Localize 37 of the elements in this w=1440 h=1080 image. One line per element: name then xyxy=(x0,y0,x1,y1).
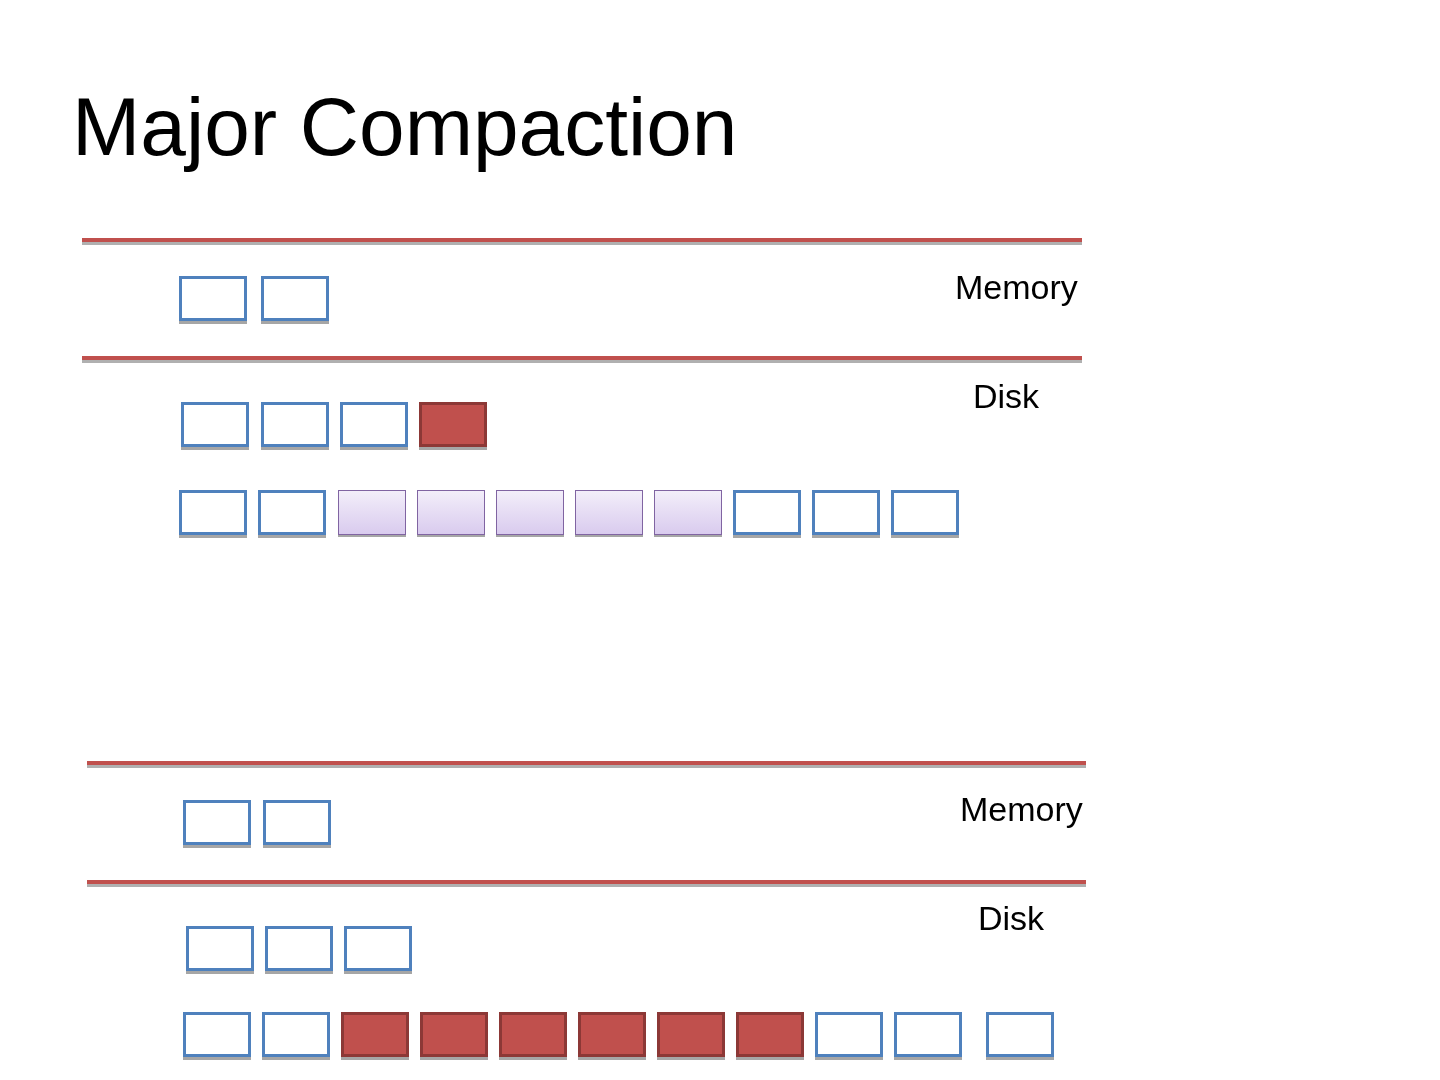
storage-block xyxy=(420,1012,488,1057)
storage-block xyxy=(736,1012,804,1057)
slide-title: Major Compaction xyxy=(72,80,738,174)
storage-block xyxy=(258,490,326,535)
storage-block xyxy=(265,926,333,971)
storage-block xyxy=(417,490,485,535)
storage-block xyxy=(261,276,329,321)
storage-block xyxy=(657,1012,725,1057)
storage-block xyxy=(419,402,487,447)
storage-block xyxy=(341,1012,409,1057)
storage-block xyxy=(179,490,247,535)
storage-block xyxy=(179,276,247,321)
storage-block xyxy=(344,926,412,971)
storage-block xyxy=(578,1012,646,1057)
storage-block xyxy=(815,1012,883,1057)
storage-block xyxy=(338,490,406,535)
storage-block xyxy=(186,926,254,971)
tier-label: Disk xyxy=(978,899,1045,938)
storage-block xyxy=(575,490,643,535)
storage-block xyxy=(183,800,251,845)
storage-block xyxy=(654,490,722,535)
storage-block xyxy=(812,490,880,535)
storage-block xyxy=(261,402,329,447)
storage-block xyxy=(263,800,331,845)
tier-label: Disk xyxy=(973,377,1040,416)
tier-label: Memory xyxy=(955,268,1078,307)
storage-block xyxy=(733,490,801,535)
storage-block xyxy=(499,1012,567,1057)
storage-block xyxy=(183,1012,251,1057)
storage-block xyxy=(262,1012,330,1057)
tier-label: Memory xyxy=(960,790,1083,829)
storage-block xyxy=(181,402,249,447)
storage-block xyxy=(340,402,408,447)
storage-block xyxy=(891,490,959,535)
storage-block xyxy=(496,490,564,535)
storage-block xyxy=(986,1012,1054,1057)
storage-block xyxy=(894,1012,962,1057)
